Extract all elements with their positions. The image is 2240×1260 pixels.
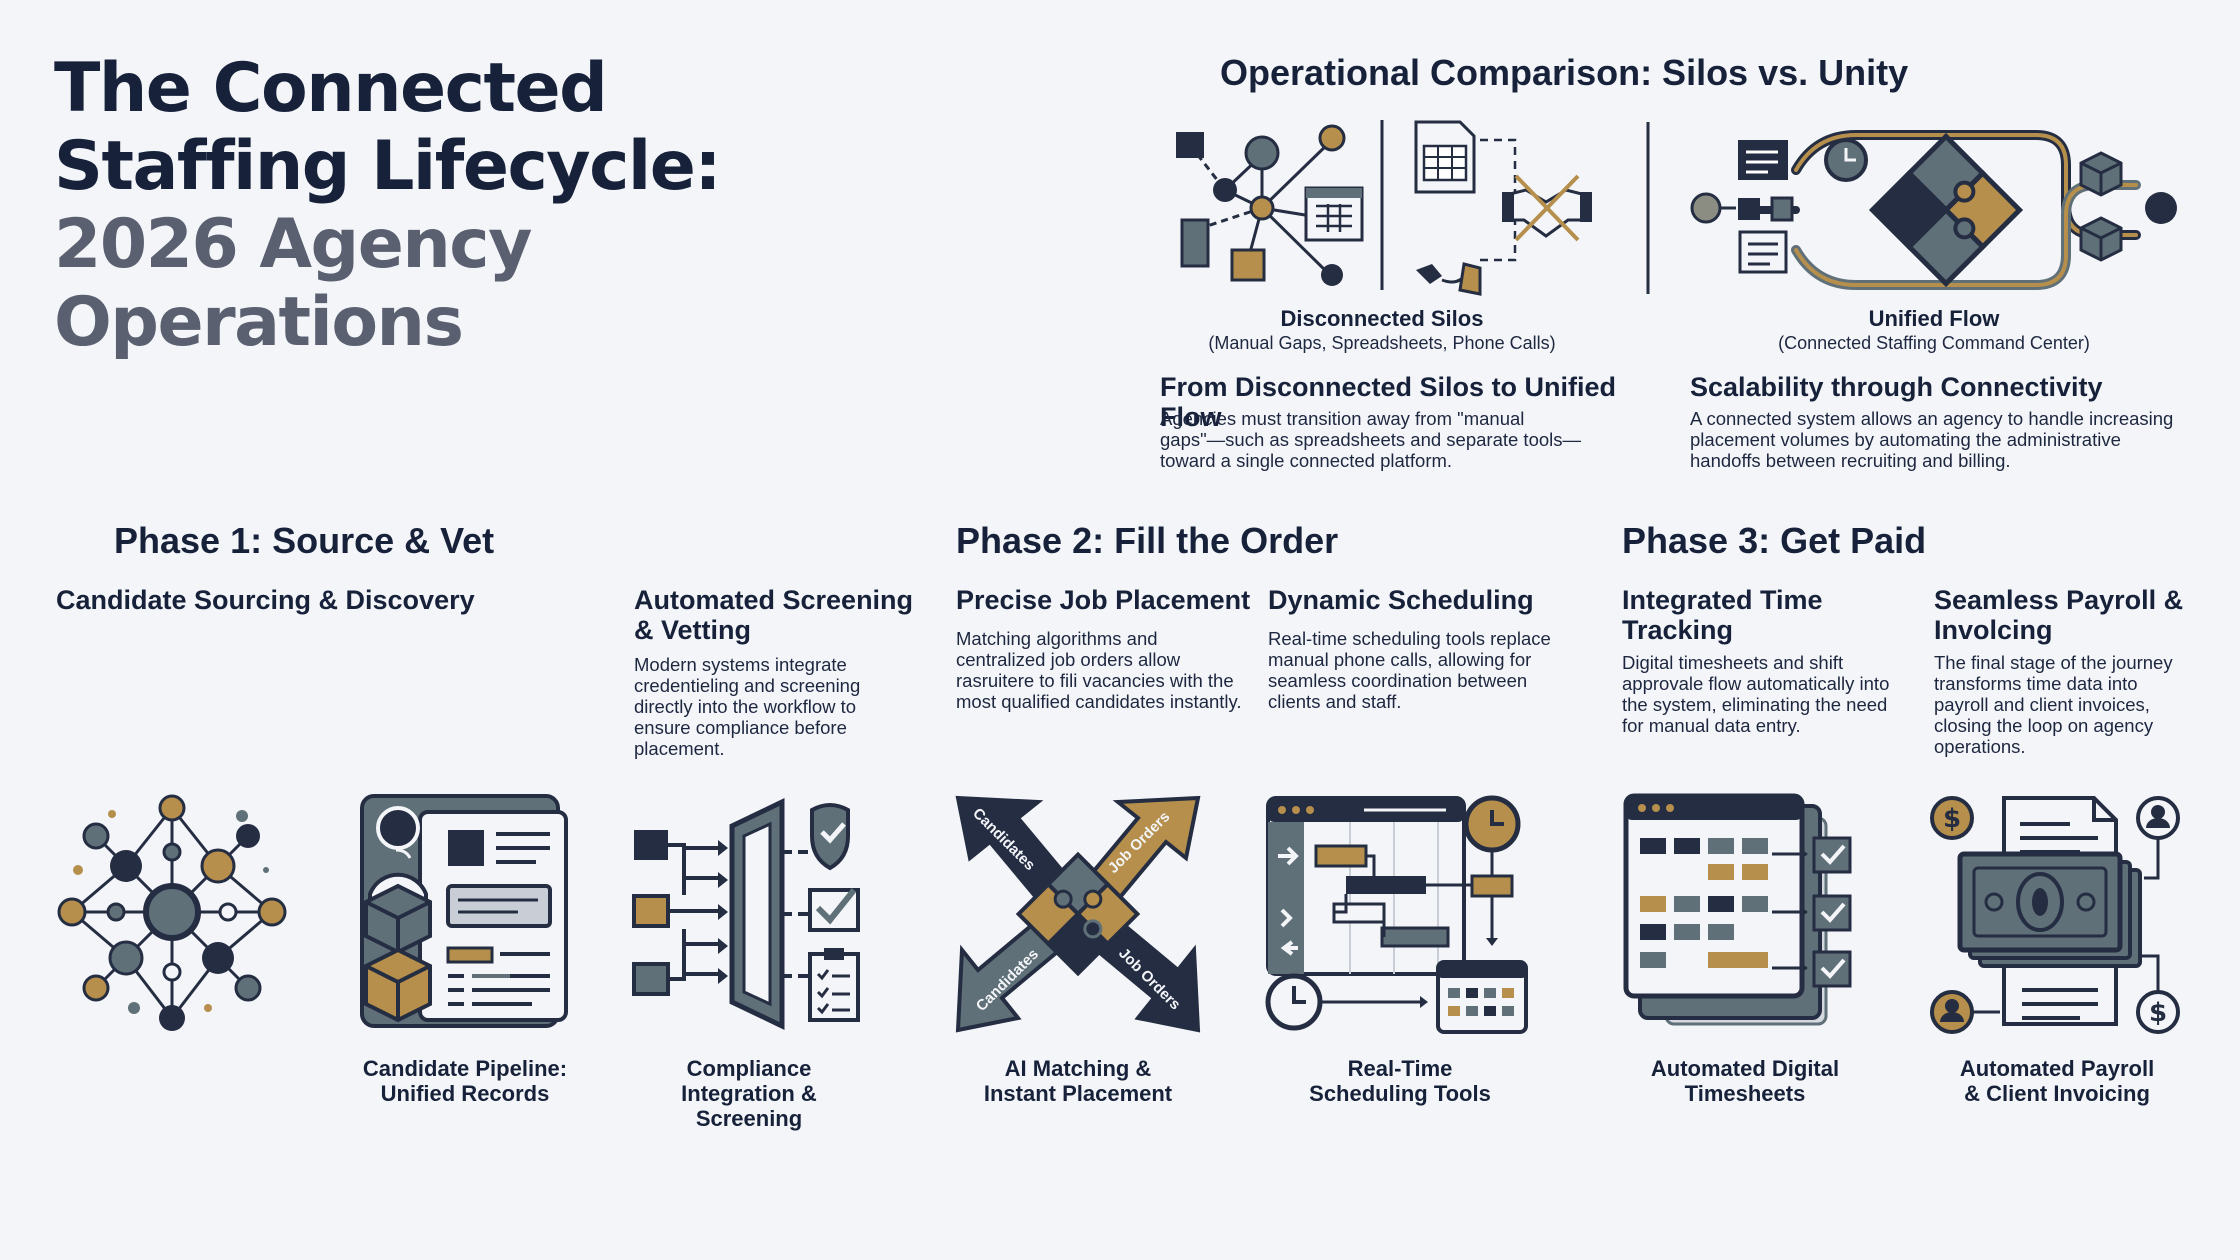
matching-arrows-icon: Candidates Job Orders Candidates Job Ord… bbox=[955, 795, 1201, 1033]
title-line-2: Staffing Lifecycle: bbox=[54, 127, 722, 206]
icon-label-compliance: Compliance Integration & Screening bbox=[681, 1056, 817, 1131]
step-6-title: Seamless Payroll & Involcing bbox=[1934, 585, 2184, 645]
network-icon bbox=[57, 794, 287, 1031]
icon-label-candidate-pipeline: Candidate Pipeline: Unified Records bbox=[362, 1056, 568, 1106]
disconnected-silos-label: Disconnected Silos bbox=[1280, 306, 1484, 331]
timesheet-icon bbox=[1623, 793, 1852, 1026]
compliance-funnel-icon bbox=[632, 798, 860, 1030]
dollar-icon: $ bbox=[2149, 998, 2167, 1028]
unified-flow-label: Unified Flow bbox=[1868, 306, 2000, 331]
title-line-1: The Connected bbox=[54, 49, 608, 128]
icon-label-timesheets: Automated Digital Timesheets bbox=[1650, 1056, 1840, 1106]
comparison-divider bbox=[1646, 122, 1650, 294]
unified-flow-sublabel: (Connected Staffing Command Center) bbox=[1778, 333, 2090, 353]
phase-2-title: Phase 2: Fill the Order bbox=[956, 520, 1339, 561]
step-3-text: Matching algorithms and centralized job … bbox=[956, 628, 1242, 712]
comparison-point-1-title: From Disconnected Silos to Unified Flow bbox=[1160, 372, 1617, 432]
icon-label-ai-matching: AI Matching & Instant Placement bbox=[983, 1056, 1173, 1106]
icon-label-payroll: Automated Payroll & Client Invoicing bbox=[1959, 1056, 2155, 1106]
disconnected-silos-sublabel: (Manual Gaps, Spreadsheets, Phone Calls) bbox=[1208, 333, 1556, 353]
step-5-text: Digital timesheets and shift approvale f… bbox=[1622, 652, 1890, 736]
step-4-title: Dynamic Scheduling bbox=[1268, 585, 1534, 615]
phase-3-title: Phase 3: Get Paid bbox=[1622, 520, 1927, 561]
step-2-text: Modern systems integrate credentieling a… bbox=[634, 654, 861, 759]
step-4-text: Real-time scheduling tools replace manua… bbox=[1268, 628, 1551, 712]
comparison-point-2-text: A connected system allows an agency to h… bbox=[1690, 408, 2174, 471]
disconnected-silos-icon bbox=[1176, 120, 1592, 296]
phase-1-title: Phase 1: Source & Vet bbox=[114, 520, 495, 561]
icon-label-scheduling: Real-Time Scheduling Tools bbox=[1309, 1056, 1491, 1106]
step-2-title: Automated Screening & Vetting bbox=[634, 585, 914, 645]
title-line-3: 2026 Agency Operations bbox=[54, 205, 532, 362]
payroll-invoice-icon: $ $ bbox=[1930, 796, 2180, 1034]
comparison-point-1-text: Agencies must transition away from "manu… bbox=[1160, 408, 1582, 471]
step-1-title: Candidate Sourcing & Discovery bbox=[56, 585, 475, 615]
scheduling-board-icon bbox=[1265, 795, 1528, 1034]
page-title: The Connected Staffing Lifecycle: 2026 A… bbox=[54, 50, 954, 362]
dollar-icon: $ bbox=[1943, 804, 1961, 834]
comparison-heading: Operational Comparison: Silos vs. Unity bbox=[1220, 52, 1909, 93]
step-5-title: Integrated Time Tracking bbox=[1622, 585, 1823, 645]
candidate-records-icon bbox=[360, 794, 568, 1028]
comparison-point-2-title: Scalability through Connectivity bbox=[1690, 372, 2103, 402]
step-3-title: Precise Job Placement bbox=[956, 585, 1251, 615]
unified-flow-icon bbox=[1690, 130, 2177, 290]
step-6-text: The final stage of the journey transform… bbox=[1934, 652, 2173, 757]
